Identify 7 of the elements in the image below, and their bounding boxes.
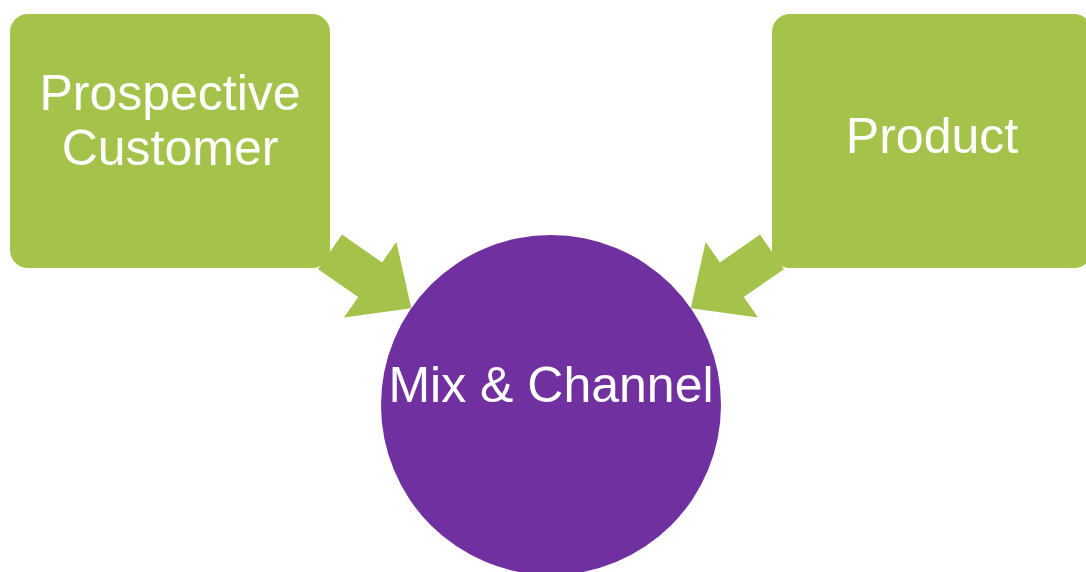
process-box (772, 14, 1086, 268)
node-label: Mix & Channel (388, 357, 714, 413)
block-arrow (318, 234, 412, 318)
node-label: Prospective Customer (38, 66, 302, 176)
block-arrow (690, 234, 784, 318)
process-box (10, 14, 330, 268)
node-label: Product (845, 108, 1019, 164)
